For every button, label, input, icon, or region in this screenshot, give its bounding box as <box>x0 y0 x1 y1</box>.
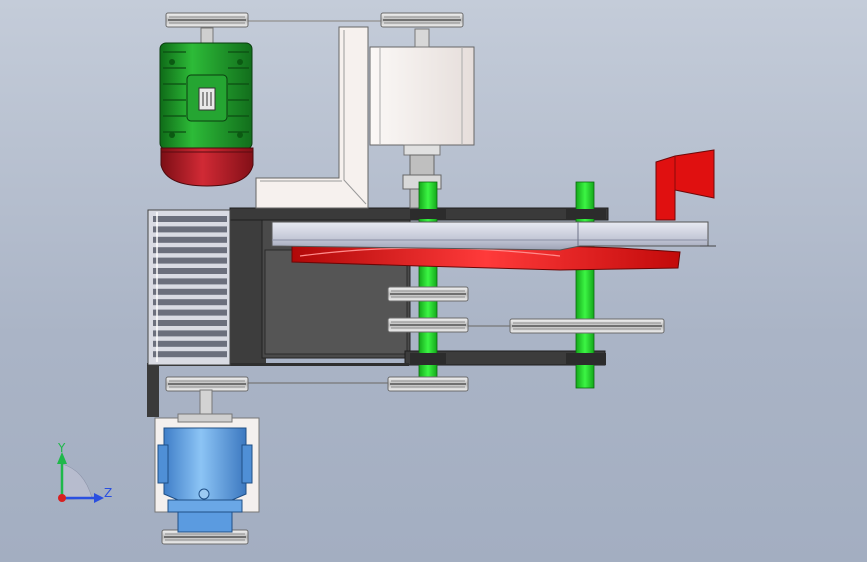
fin <box>153 268 227 274</box>
pulley-icon[interactable] <box>165 376 249 392</box>
pulley-icon[interactable] <box>161 529 249 545</box>
fin <box>153 247 227 254</box>
fin <box>153 216 227 222</box>
fin <box>153 320 227 326</box>
red-hopper[interactable] <box>655 149 715 221</box>
pulley-icon[interactable] <box>387 376 469 392</box>
fin <box>153 236 227 243</box>
guide-bar[interactable] <box>271 221 716 251</box>
pulley-icon[interactable] <box>380 12 464 28</box>
coordinate-triad-icon <box>57 452 104 503</box>
fin <box>153 278 227 285</box>
l-bracket[interactable] <box>255 26 369 209</box>
fin <box>153 351 227 358</box>
fin <box>153 309 227 316</box>
axis-y-label: Y <box>58 441 66 455</box>
fin <box>153 226 227 233</box>
fin <box>153 340 227 347</box>
bearing-housing[interactable] <box>369 28 475 209</box>
pulley-icon[interactable] <box>509 318 665 334</box>
fin <box>153 257 227 264</box>
fin <box>153 299 227 306</box>
fin <box>153 330 227 337</box>
fin <box>153 288 227 295</box>
pulley-icon[interactable] <box>387 317 469 333</box>
motor-icon[interactable] <box>159 27 254 187</box>
axis-z-label: Z <box>104 486 113 500</box>
pulley-icon[interactable] <box>387 286 469 302</box>
gearbox-icon[interactable] <box>154 389 260 533</box>
pulley-icon[interactable] <box>165 12 249 28</box>
cooling-fin-stack[interactable] <box>147 209 231 366</box>
